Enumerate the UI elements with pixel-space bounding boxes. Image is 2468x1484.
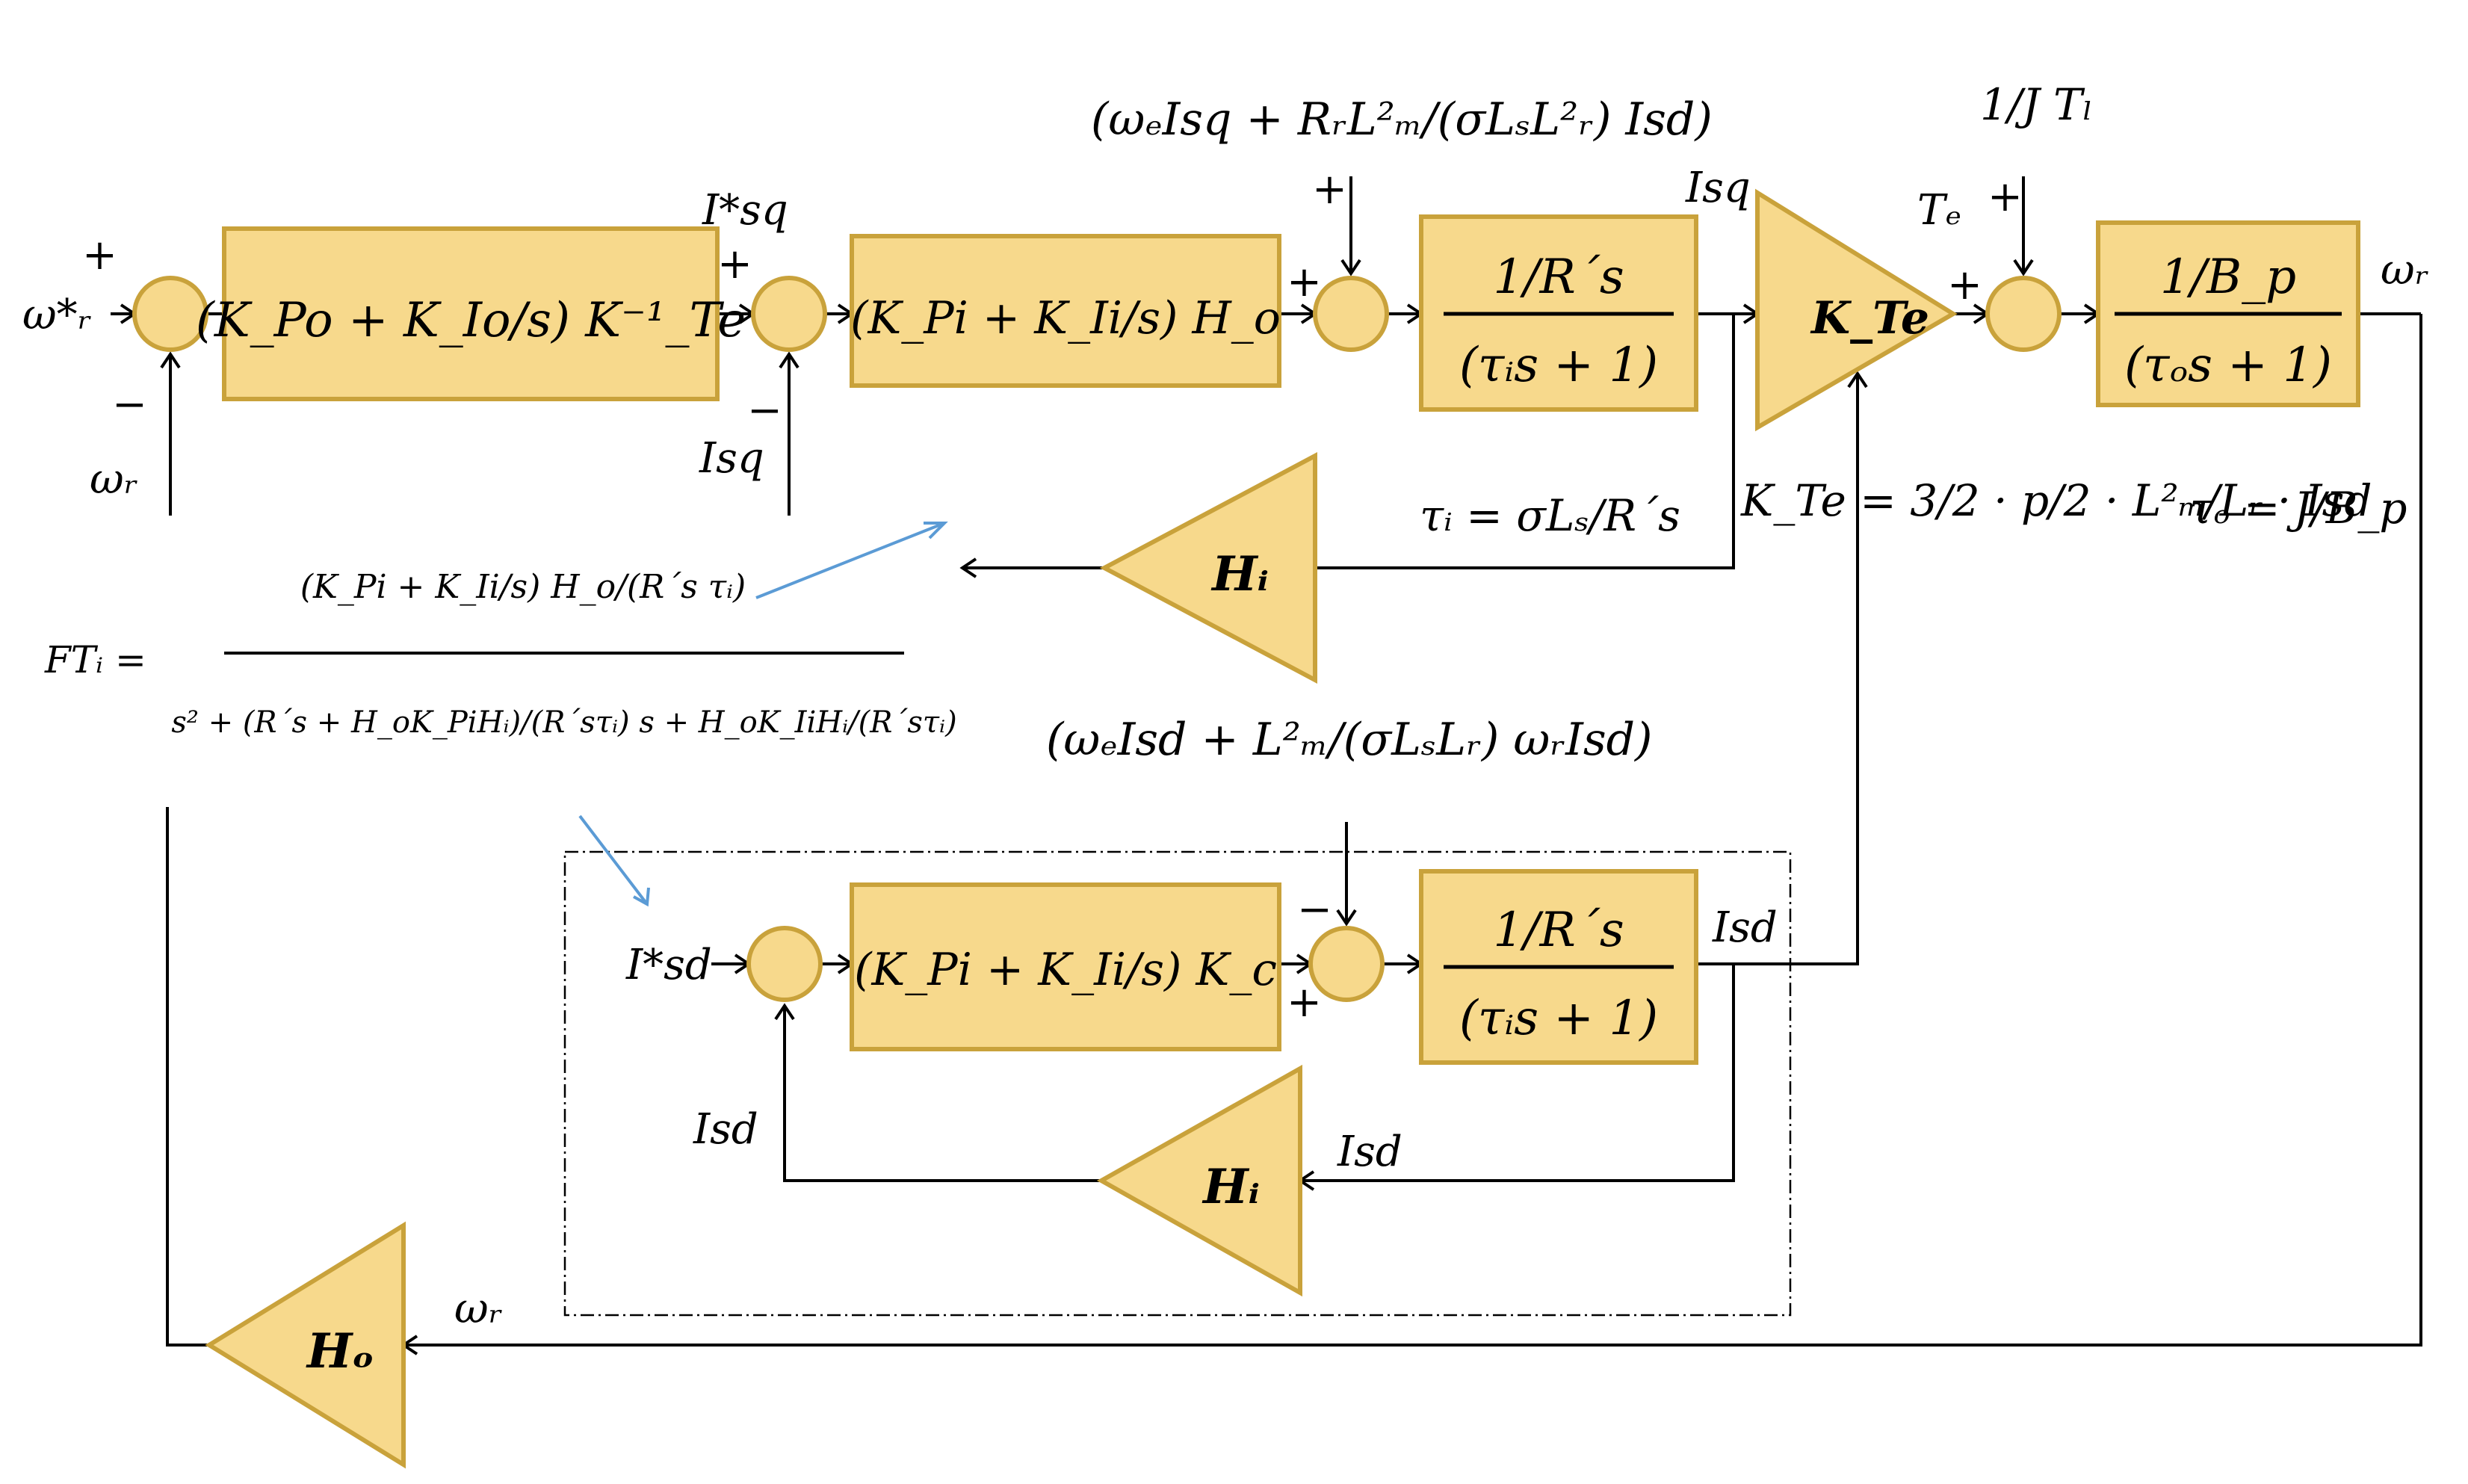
isd-sensor-input-label: Isd: [1337, 1128, 1402, 1176]
d-sensor-label: Hᵢ: [1201, 1159, 1260, 1215]
d-plant-numerator: 1/R´s: [1493, 903, 1624, 958]
isd-feedback-label: Isd: [693, 1105, 758, 1154]
transfer-function-lhs: FTᵢ =: [44, 638, 146, 681]
q-current-pi-block: (K_Pi + K_Ii/s) H_o: [850, 234, 1281, 388]
isd-output-label: Isd: [1712, 903, 1778, 952]
mech-numerator: 1/B_p: [2160, 250, 2296, 305]
sum3-plus-top: +: [1312, 165, 1347, 214]
torque-label: Tₑ: [1917, 186, 1961, 235]
transfer-function-denominator: s² + (R´s + H_oK_PiHᵢ)/(R´sτᵢ) s + H_oK_…: [171, 705, 956, 740]
sum4-plus-top: +: [1988, 173, 2023, 221]
speed-sensor-triangle: Hₒ: [205, 1221, 406, 1469]
d-axis-loop-frame: [563, 850, 1792, 1317]
sum-d-decoupling: [1308, 926, 1385, 1002]
speed-sensor-label: Hₒ: [306, 1323, 374, 1379]
tau-i-definition: τᵢ = σLₛ/R´s: [1420, 490, 1680, 541]
sum3-plus-left: +: [1287, 258, 1322, 306]
signal-wires: [111, 176, 2422, 1347]
speed-sensor-input-label: ωᵣ: [454, 1284, 503, 1333]
speed-pi-block: (K_Po + K_Io/s) K⁻¹_Te: [196, 226, 746, 401]
sum-torque: [1985, 276, 2062, 352]
annotation-arrows: [578, 522, 948, 907]
isd-reference-label: I*sd: [625, 941, 712, 989]
d-current-sensor-triangle: Hᵢ: [1096, 1064, 1302, 1297]
isq-feedback-label: Isq: [699, 434, 764, 483]
sum-q-current-error: [751, 276, 827, 352]
load-torque-term: 1/J Tₗ: [1980, 79, 2093, 130]
isq-reference-label: I*sq: [702, 186, 788, 235]
sum-d-minus-top: −: [1297, 885, 1332, 934]
d-pi-text: (K_Pi + K_Ii/s) K_c: [854, 944, 1277, 996]
q-plant-numerator: 1/R´s: [1493, 250, 1624, 305]
speed-pi-text: (K_Po + K_Io/s) K⁻¹_Te: [196, 293, 746, 348]
sum-d-current-error: [746, 926, 823, 1002]
summing-junctions: [132, 276, 2062, 1002]
speed-feedback-label: ωᵣ: [90, 455, 138, 504]
d-plant-block: 1/R´s (τᵢs + 1): [1419, 869, 1698, 1065]
sum-q-decoupling: [1313, 276, 1389, 352]
sum4-plus-left: +: [1947, 261, 1982, 309]
torque-gain-label: K_Te: [1810, 292, 1929, 344]
sum-speed-error: [132, 276, 208, 352]
arrowheads: [120, 259, 2101, 1355]
q-plant-denominator: (τᵢs + 1): [1459, 338, 1658, 393]
q-pi-text: (K_Pi + K_Ii/s) H_o: [850, 292, 1281, 344]
speed-reference-label: ω*ᵣ: [22, 291, 92, 339]
torque-gain-triangle: K_Te: [1755, 188, 1958, 432]
kte-formula: K_Te = 3/2 · p/2 · L²ₘ/Lᵣ · Isd: [1740, 475, 2372, 526]
mech-denominator: (τₒs + 1): [2124, 338, 2332, 393]
mechanical-block: 1/B_p (τₒs + 1): [2096, 220, 2360, 407]
q-plant-block: 1/R´s (τᵢs + 1): [1419, 214, 1698, 412]
q-decoupling-term: (ωₑIsq + RᵣL²ₘ/(σLₛL²ᵣ) Isd): [1091, 93, 1713, 146]
transfer-function-numerator: (K_Pi + K_Ii/s) H_o/(R´s τᵢ): [300, 568, 746, 606]
sum2-plus-sign: +: [717, 240, 752, 288]
isq-output-label: Isq: [1685, 164, 1751, 212]
speed-output-label: ωᵣ: [2381, 246, 2429, 294]
sum-d-plus-left: +: [1287, 978, 1322, 1027]
sum1-minus-sign: −: [112, 380, 147, 429]
d-decoupling-term: (ωₑIsd + L²ₘ/(σLₛLᵣ) ωᵣIsd): [1046, 714, 1652, 766]
d-current-pi-block: (K_Pi + K_Ii/s) K_c: [850, 882, 1281, 1051]
signal-labels: ω*ᵣ + − ωᵣ I*sq + − Isq (ωₑIsq + RᵣL²ₘ/(…: [22, 79, 2429, 1333]
d-plant-denominator: (τᵢs + 1): [1459, 991, 1658, 1046]
sum1-plus-sign: +: [82, 231, 117, 279]
q-current-sensor-triangle: Hᵢ: [1099, 452, 1317, 684]
tau-o-definition: τₒ = J/B_p: [2189, 483, 2407, 534]
q-sensor-label: Hᵢ: [1210, 546, 1269, 602]
sum2-minus-sign: −: [747, 386, 782, 435]
